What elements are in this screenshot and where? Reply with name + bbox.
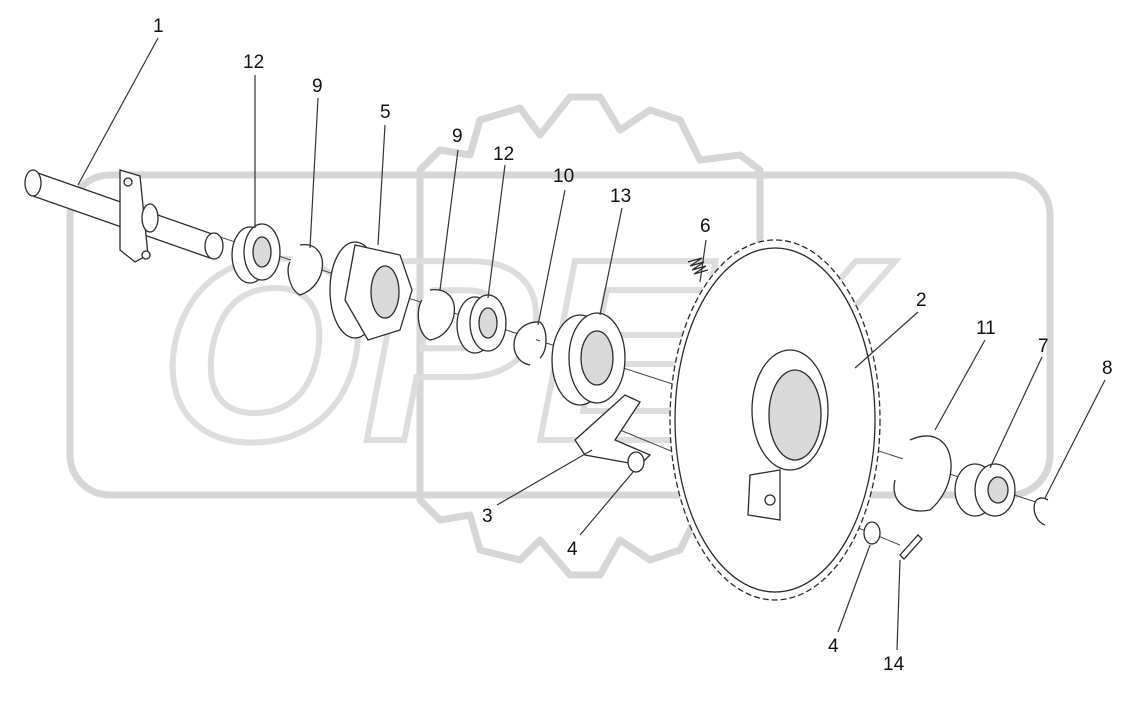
watermark-gear (416, 93, 764, 579)
callout-3: 3 (482, 506, 493, 527)
leader-lines (77, 37, 1106, 651)
callout-14: 14 (883, 654, 905, 675)
callout-8: 8 (1102, 358, 1113, 379)
sprocket-hub (329, 241, 413, 341)
retaining-ring-large (893, 435, 952, 512)
callout-6: 6 (700, 216, 711, 237)
callout-2: 2 (916, 290, 927, 311)
pin-part (899, 534, 923, 560)
spring-part (687, 257, 709, 275)
assembly-axis (59, 184, 1046, 506)
callout-5: 5 (380, 102, 391, 123)
circlip (513, 321, 547, 366)
callout-12-right: 12 (493, 144, 514, 165)
callout-13: 13 (610, 186, 631, 207)
callout-4-lower: 4 (828, 636, 839, 657)
lever-part (574, 394, 652, 466)
big-sprocket (669, 239, 881, 601)
watermark-frame (66, 171, 1054, 499)
callout-7: 7 (1038, 336, 1049, 357)
callout-1: 1 (153, 16, 164, 37)
bushing-part (954, 463, 1016, 517)
shaft-part (24, 169, 224, 263)
bearing-left (231, 223, 281, 284)
large-bearing (551, 312, 626, 406)
washer-upper (627, 451, 645, 473)
callout-9-right: 9 (452, 126, 463, 147)
callout-9-left: 9 (312, 76, 323, 97)
small-clip (1033, 497, 1049, 526)
washer-lower (863, 521, 881, 545)
callout-11: 11 (976, 318, 996, 339)
callout-labels: 1 12 9 5 9 12 10 13 6 2 11 7 8 3 4 4 14 (153, 16, 1113, 675)
callout-12-left: 12 (243, 52, 264, 73)
bearing-right (456, 294, 507, 354)
snap-ring-right (417, 289, 455, 341)
callout-4-upper: 4 (567, 539, 578, 560)
snap-ring-left (287, 244, 323, 296)
callout-10: 10 (553, 166, 574, 187)
